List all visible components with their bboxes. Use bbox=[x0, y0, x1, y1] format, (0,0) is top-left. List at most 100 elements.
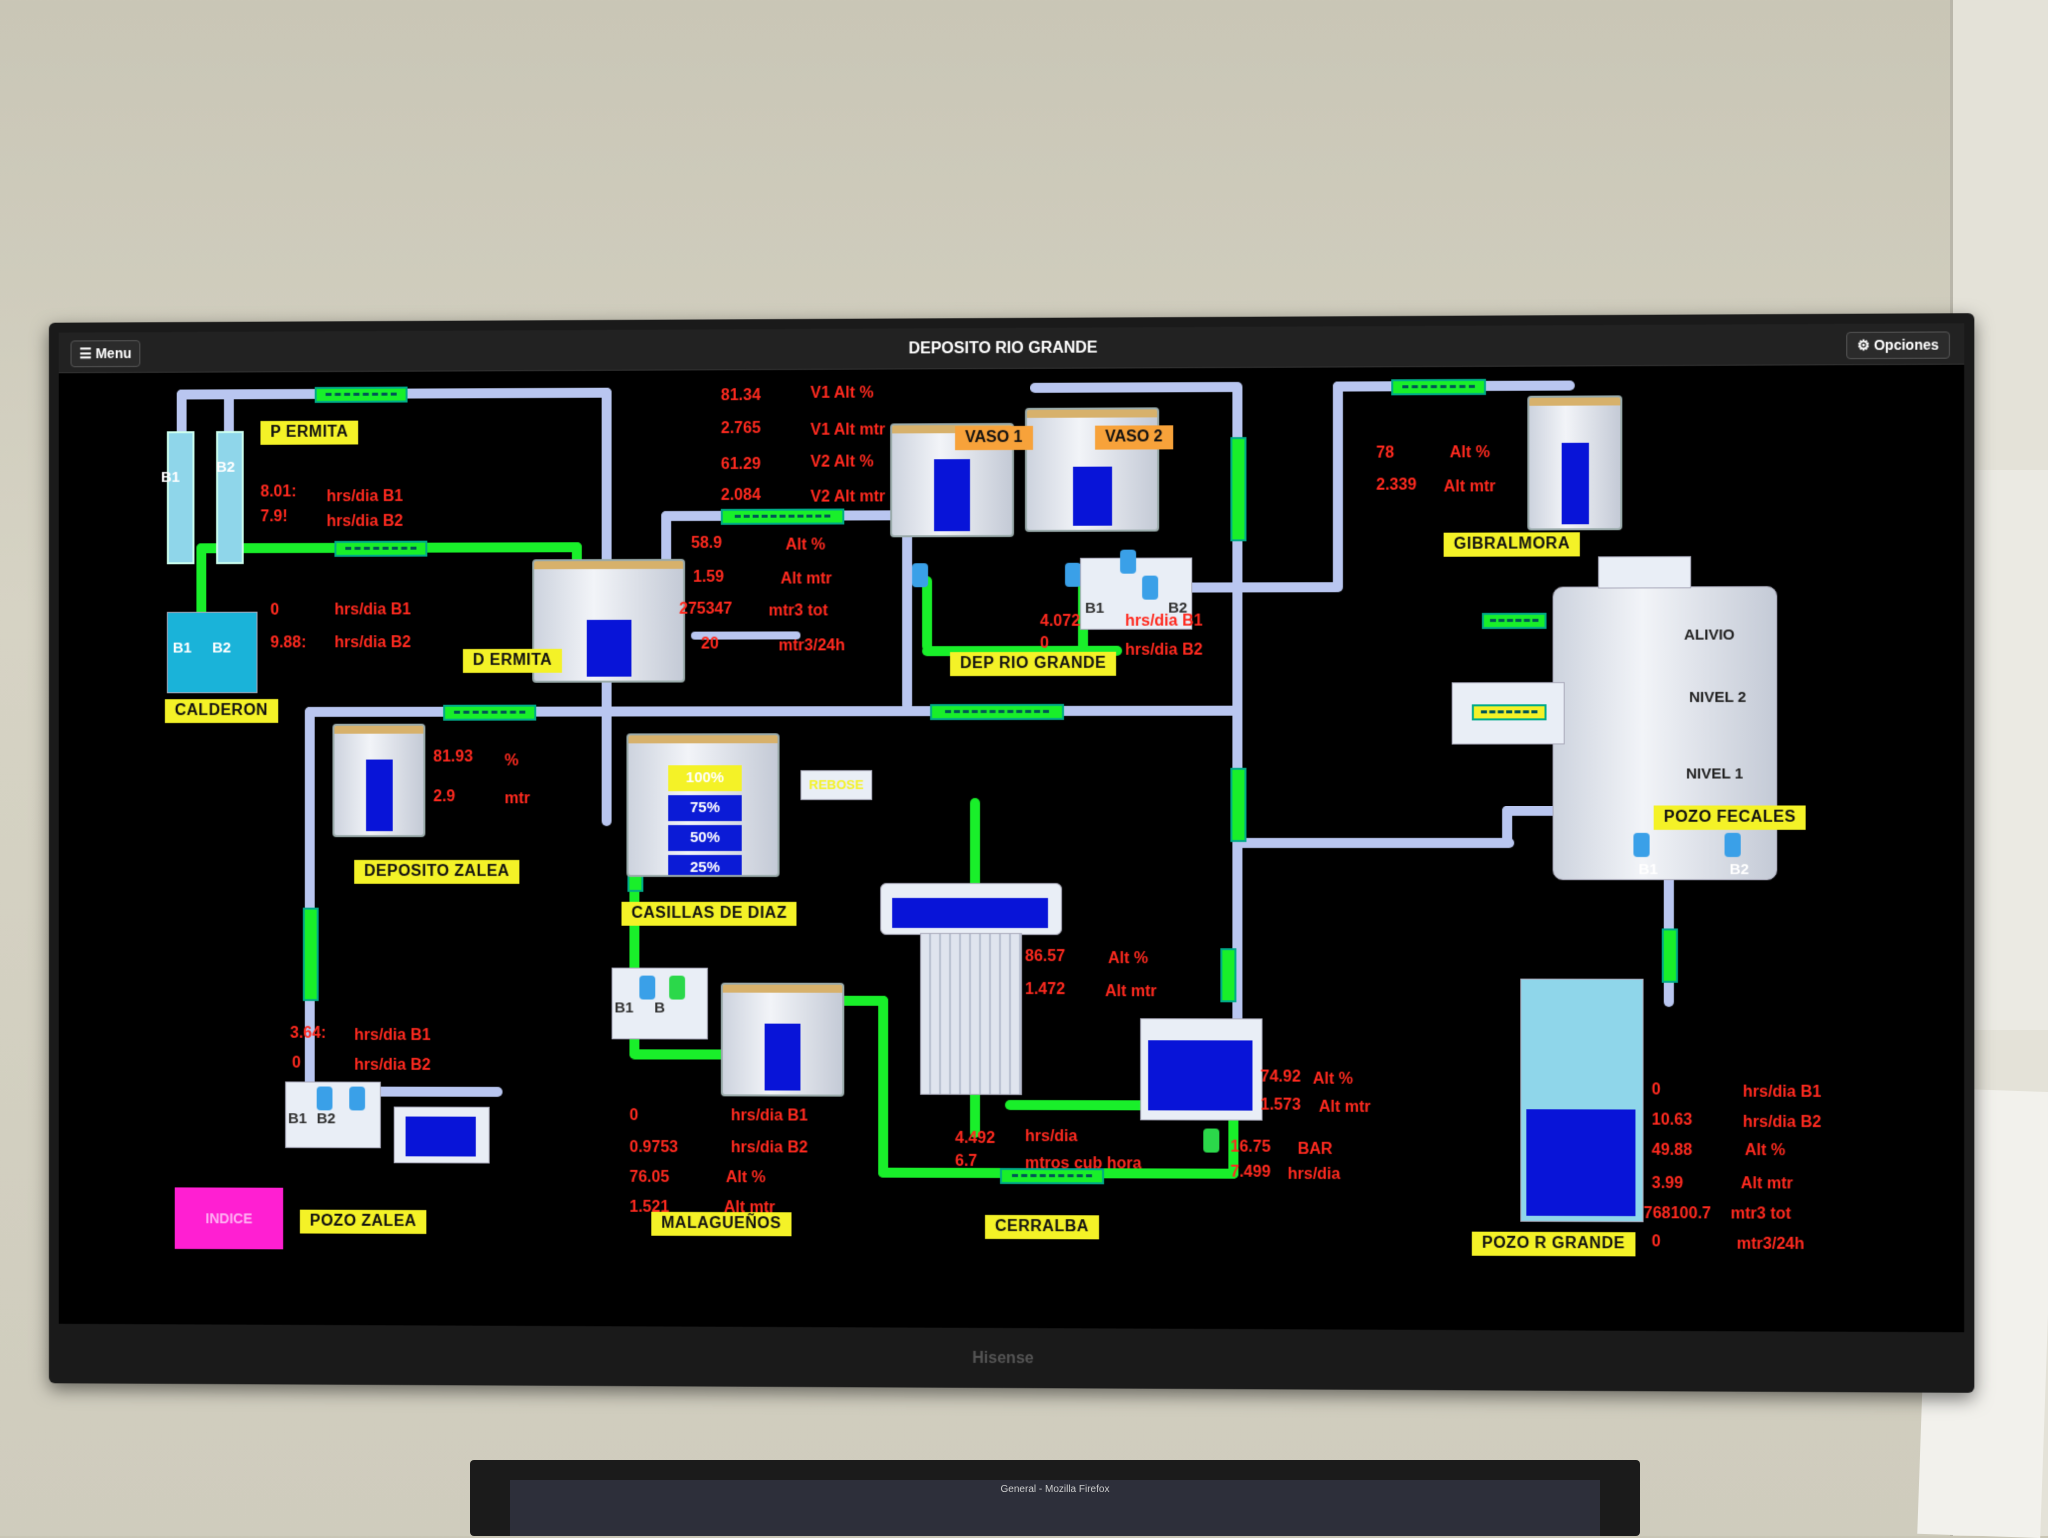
alivio-label: ALIVIO bbox=[1684, 626, 1735, 644]
scada-screen: ☰ Menu DEPOSITO RIO GRANDE ⚙ Opciones bbox=[58, 323, 1965, 1333]
deposito-zalea-tank bbox=[332, 723, 426, 838]
pozo-zalea-hrs-b1: 3.64: bbox=[290, 1024, 327, 1042]
pozo-r-grande-hrs-b2-unit: hrs/dia B2 bbox=[1742, 1113, 1822, 1132]
nivel1-label: NIVEL 1 bbox=[1686, 765, 1744, 783]
deposito-zalea-label: DEPOSITO ZALEA bbox=[354, 859, 520, 884]
flow-arrow bbox=[1661, 928, 1678, 983]
casillas-tank: 100% 75% 50% 25% bbox=[626, 733, 780, 877]
pump-b2-icon[interactable] bbox=[1724, 832, 1741, 858]
pump-b2-icon[interactable] bbox=[349, 1086, 366, 1111]
cerralba-mtros: 6.7 bbox=[955, 1152, 978, 1170]
zalea-alt-pct: 81.93 bbox=[433, 748, 473, 766]
malaguenos-alt-pct-unit: Alt % bbox=[725, 1169, 766, 1187]
flow-arrow bbox=[1230, 767, 1247, 842]
casillas-de-diaz-label: CASILLAS DE DIAZ bbox=[621, 901, 797, 926]
flow-arrow bbox=[443, 704, 537, 721]
zalea-alt-pct-unit: % bbox=[504, 752, 519, 770]
pozo-fecales-label: POZO FECALES bbox=[1653, 805, 1807, 830]
pozo-zalea-label: POZO ZALEA bbox=[299, 1209, 427, 1234]
valve-icon[interactable] bbox=[912, 563, 929, 588]
pozo-r-grande-hrs-b1: 0 bbox=[1651, 1081, 1661, 1099]
calderon-hrs-b2-unit: hrs/dia B2 bbox=[334, 634, 411, 652]
rio-grande-hrs-b2: 0 bbox=[1039, 634, 1049, 652]
malaguenos-hrs-b1-unit: hrs/dia B1 bbox=[730, 1107, 808, 1125]
pozo-fecales-top bbox=[1598, 556, 1692, 589]
pump-b1-icon[interactable] bbox=[1633, 832, 1650, 858]
pump-b2-icon[interactable] bbox=[1142, 575, 1159, 600]
indice-button[interactable]: INDICE bbox=[174, 1187, 284, 1250]
p-ermita-hrs-b1: 8.01: bbox=[260, 483, 297, 501]
tower-alt-pct-unit: Alt % bbox=[1108, 950, 1149, 968]
pipe bbox=[902, 510, 913, 711]
d-ermita-alt-mtr: 1.59 bbox=[693, 568, 724, 586]
calderon-label: CALDERON bbox=[164, 699, 278, 724]
cerralba-mtros-unit: mtros cub hora bbox=[1024, 1155, 1142, 1173]
pump-b2-icon[interactable] bbox=[669, 975, 686, 1000]
tower-alt-pct: 86.57 bbox=[1024, 948, 1066, 966]
cerralba-bar: 16.75 bbox=[1230, 1138, 1271, 1156]
pozo-r-grande-alt-mtr: 3.99 bbox=[1651, 1174, 1684, 1193]
pozo-zalea-level bbox=[405, 1116, 476, 1157]
cerralba-alt-pct: 74.92 bbox=[1260, 1068, 1301, 1086]
malaguenos-hrs-b2: 0.9753 bbox=[629, 1139, 679, 1157]
pump-label-b2: B2 bbox=[1729, 861, 1750, 879]
malaguenos-hrs-b1: 0 bbox=[629, 1107, 639, 1125]
pump-b1-icon[interactable] bbox=[639, 975, 656, 1000]
pozo-zalea-hrs-b2-unit: hrs/dia B2 bbox=[354, 1056, 431, 1074]
flow-arrow bbox=[302, 907, 319, 1002]
v2-alt-pct-unit: V2 Alt % bbox=[810, 453, 874, 471]
tower-alt-mtr: 1.472 bbox=[1024, 981, 1066, 999]
pump-b1-icon[interactable] bbox=[1120, 549, 1137, 574]
options-button[interactable]: ⚙ Opciones bbox=[1846, 331, 1950, 360]
flow-arrow bbox=[1391, 378, 1486, 396]
malaguenos-hrs-b2-unit: hrs/dia B2 bbox=[730, 1139, 808, 1157]
flow-arrow bbox=[314, 386, 408, 403]
p-ermita-label: P ERMITA bbox=[260, 420, 359, 445]
calderon-hrs-b1: 0 bbox=[270, 601, 280, 619]
green-pipe bbox=[878, 995, 889, 1178]
cerralba-level bbox=[1148, 1040, 1253, 1111]
pump-label-b1: B1 bbox=[1085, 599, 1105, 617]
rio-grande-hrs-b1: 4.072 bbox=[1039, 612, 1081, 630]
gibralmora-label: GIBRALMORA bbox=[1443, 532, 1581, 557]
second-monitor-screen: General - Mozilla Firefox bbox=[510, 1480, 1600, 1536]
v1-alt-pct: 81.34 bbox=[720, 387, 761, 405]
vaso1-label: VASO 1 bbox=[955, 425, 1033, 451]
p-ermita-well-b2 bbox=[216, 431, 244, 565]
pozo-fecales-tank bbox=[1552, 586, 1778, 881]
flow-arrow bbox=[1481, 612, 1547, 630]
malaguenos-level bbox=[764, 1023, 801, 1091]
d-ermita-label: D ERMITA bbox=[462, 648, 563, 673]
cerralba-hrs2-unit: hrs/dia bbox=[1287, 1165, 1341, 1184]
page-title: DEPOSITO RIO GRANDE bbox=[908, 339, 1098, 358]
vaso2-level bbox=[1072, 466, 1112, 526]
cerralba-hrs: 4.492 bbox=[955, 1129, 996, 1147]
casillas-75: 75% bbox=[668, 795, 742, 822]
p-ermita-hrs-b1-unit: hrs/dia B1 bbox=[326, 488, 403, 506]
valve-icon[interactable] bbox=[1065, 562, 1082, 587]
d-ermita-alt-mtr-unit: Alt mtr bbox=[780, 570, 832, 588]
gibralmora-alt-pct-unit: Alt % bbox=[1449, 444, 1491, 462]
pump-label-b1: B1 bbox=[160, 468, 180, 486]
pump-b1-icon[interactable] bbox=[316, 1086, 333, 1111]
d-ermita-alt-pct: 58.9 bbox=[691, 534, 722, 552]
malaguenos-tank bbox=[720, 982, 845, 1097]
rebose-indicator: REBOSE bbox=[800, 770, 873, 801]
p-ermita-hrs-b2: 7.9! bbox=[260, 508, 288, 526]
tv-brand: Hisense bbox=[972, 1349, 1034, 1368]
green-pipe bbox=[922, 576, 933, 652]
flow-arrow bbox=[1220, 948, 1237, 1003]
window-title: General - Mozilla Firefox bbox=[1000, 1484, 1110, 1495]
v2-alt-pct: 61.29 bbox=[720, 455, 761, 474]
pipe bbox=[1232, 837, 1515, 848]
pozo-r-grande-alt-pct-unit: Alt % bbox=[1744, 1141, 1786, 1160]
tower-alt-mtr-unit: Alt mtr bbox=[1105, 983, 1157, 1001]
pump-icon[interactable] bbox=[1203, 1128, 1220, 1153]
flow-arrow bbox=[334, 540, 428, 557]
malaguenos-alt-pct: 76.05 bbox=[629, 1168, 670, 1186]
pump-label-b1: B1 bbox=[614, 999, 634, 1017]
v2-alt-mtr-unit: V2 Alt mtr bbox=[810, 488, 886, 506]
dep-rio-grande-label: DEP RIO GRANDE bbox=[950, 651, 1117, 677]
pump-label-b2: B2 bbox=[316, 1110, 336, 1128]
vaso1-level bbox=[934, 459, 971, 532]
